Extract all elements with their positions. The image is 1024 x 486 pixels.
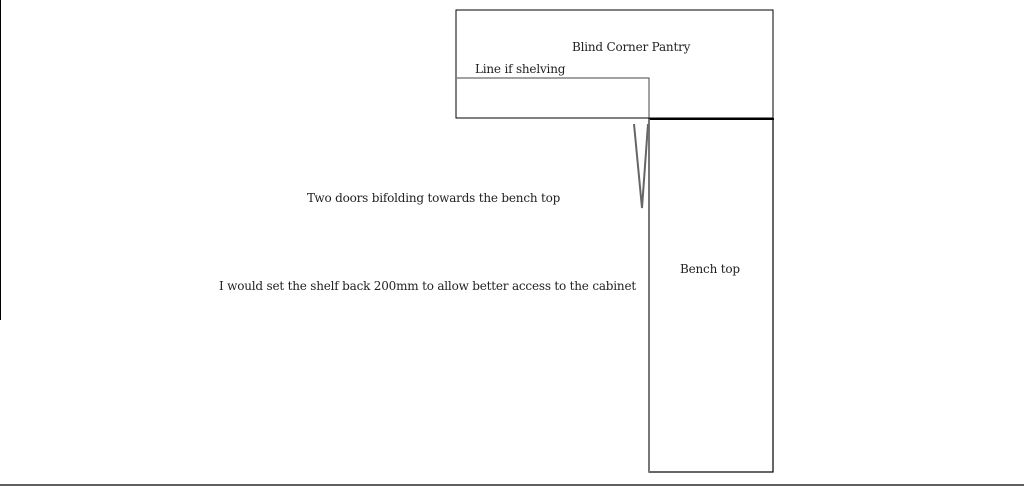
shelving-label: Line if shelving (475, 62, 566, 76)
doors-label: Two doors bifolding towards the bench to… (307, 191, 561, 205)
shelving-line (457, 77, 650, 118)
bench-top-box (648, 118, 774, 473)
pantry-box (455, 9, 774, 119)
bench-label: Bench top (680, 262, 740, 276)
bifold-door-symbol (633, 123, 649, 209)
pantry-label: Blind Corner Pantry (572, 40, 691, 54)
shelf-note-label: I would set the shelf back 200mm to allo… (219, 279, 636, 293)
